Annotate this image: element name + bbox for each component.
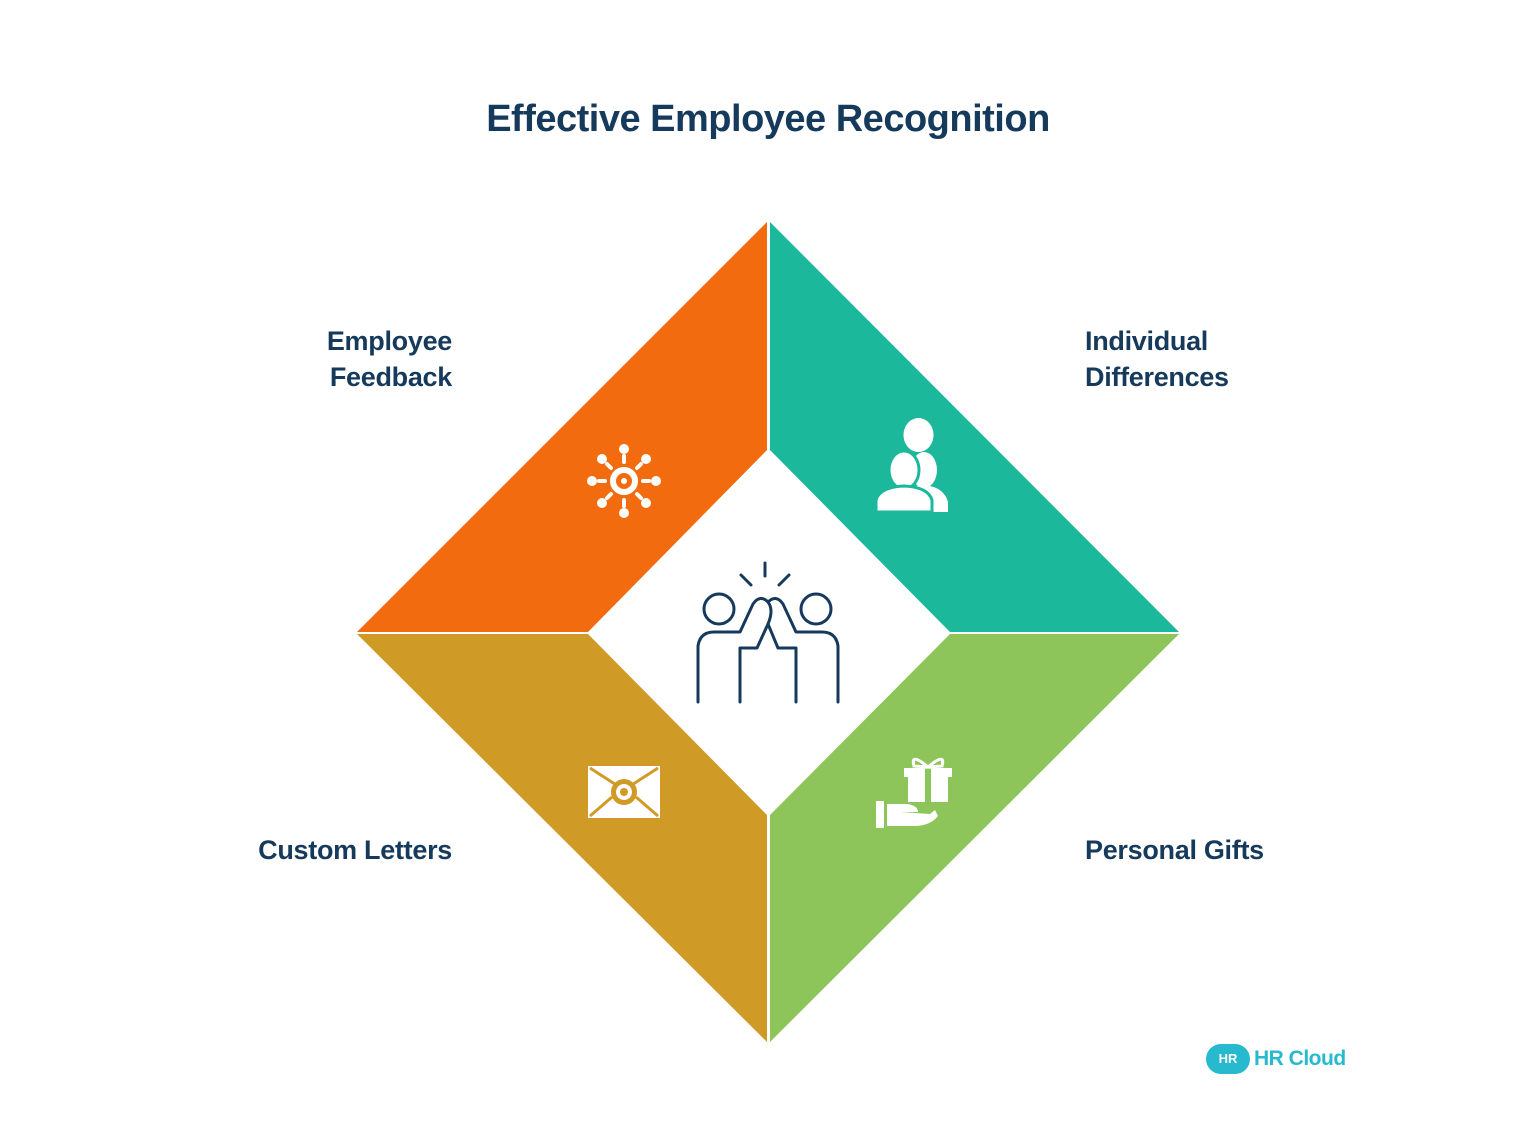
high-five-icon: [696, 561, 840, 704]
label-line: Custom Letters: [258, 835, 452, 865]
segment-personal-gifts: [770, 634, 1179, 1042]
people-icon: [874, 418, 948, 514]
logo-badge: HR: [1206, 1044, 1250, 1074]
label-personal-gifts: Personal Gifts: [1085, 832, 1345, 868]
label-employee-feedback: Employee Feedback: [300, 323, 452, 395]
page-title: Effective Employee Recognition: [486, 98, 1050, 140]
segment-individual-differences: [770, 222, 1179, 632]
label-line: Personal Gifts: [1085, 835, 1264, 865]
label-individual-differences: Individual Differences: [1085, 323, 1305, 395]
segment-employee-feedback: [357, 222, 767, 632]
label-line: Individual: [1085, 326, 1209, 356]
segment-custom-letters: [357, 634, 767, 1042]
label-line: Employee: [326, 326, 452, 356]
letter-icon: [588, 766, 660, 818]
label-line: Differences: [1085, 362, 1229, 392]
label-line: Feedback: [329, 362, 452, 392]
hr-cloud-logo: HR HR Cloud: [1206, 1044, 1346, 1076]
logo-text: HR Cloud: [1254, 1047, 1346, 1070]
feedback-burst-icon: [587, 444, 661, 518]
label-custom-letters: Custom Letters: [200, 832, 452, 868]
gift-hand-icon: [876, 757, 952, 828]
